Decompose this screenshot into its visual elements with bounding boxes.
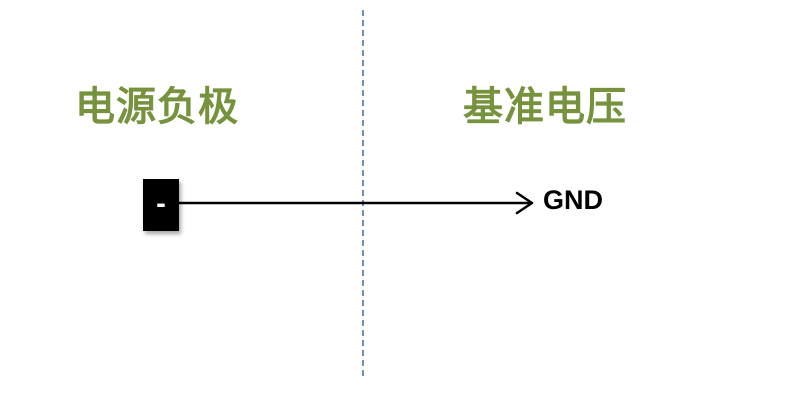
arrow-head xyxy=(515,191,534,215)
negative-sign: - xyxy=(156,190,166,218)
dashed-divider xyxy=(362,10,364,376)
heading-power-negative: 电源负极 xyxy=(75,84,239,130)
gnd-label: GND xyxy=(543,185,603,215)
negative-terminal: - xyxy=(143,179,179,231)
heading-reference-voltage: 基准电压 xyxy=(463,84,627,130)
